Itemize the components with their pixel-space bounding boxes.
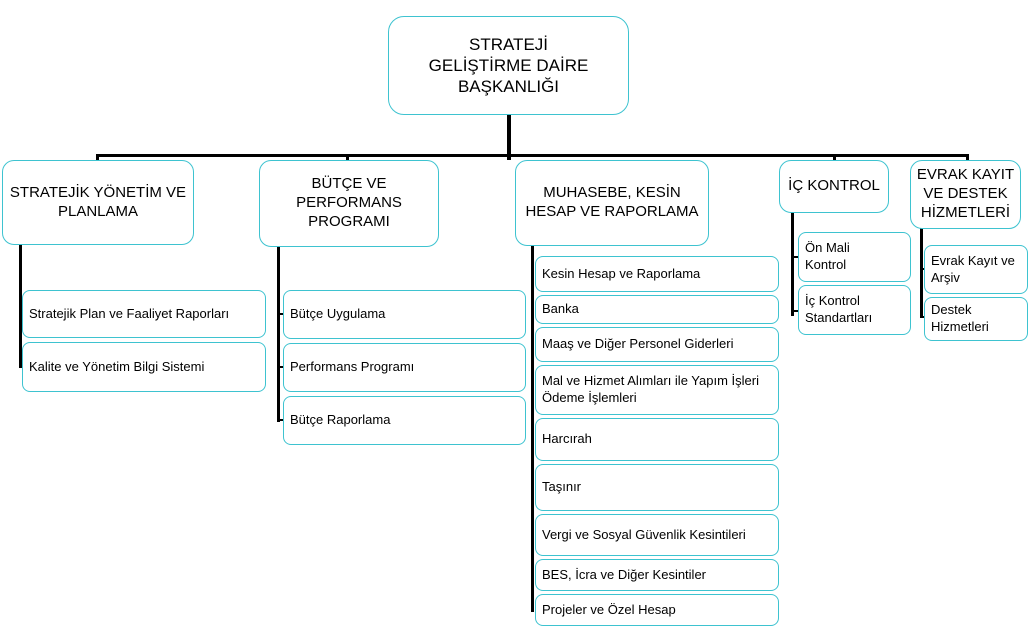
- tick: [791, 310, 799, 312]
- department-document-support: EVRAK KAYIT VE DESTEK HİZMETLERİ: [910, 160, 1021, 229]
- unit-label: Harcırah: [542, 431, 592, 447]
- unit-box: Bütçe Uygulama: [283, 290, 526, 339]
- unit-label: Bütçe Raporlama: [290, 412, 391, 428]
- branch-2-connector: [346, 154, 349, 162]
- unit-label: Performans Programı: [290, 359, 415, 375]
- department-title: STRATEJİK YÖNETİM VE PLANLAMA: [9, 183, 187, 220]
- unit-box: Maaş ve Diğer Personel Giderleri: [535, 327, 779, 362]
- unit-box: Stratejik Plan ve Faaliyet Raporları: [22, 290, 266, 338]
- unit-box: İç Kontrol Standartları: [798, 285, 911, 335]
- tick: [277, 419, 285, 421]
- tick: [920, 268, 925, 270]
- tick: [920, 316, 925, 318]
- department-strategic-management: STRATEJİK YÖNETİM VE PLANLAMA: [2, 160, 194, 245]
- unit-box: Evrak Kayıt ve Arşiv: [924, 245, 1028, 294]
- unit-label: Vergi ve Sosyal Güvenlik Kesintileri: [542, 526, 746, 542]
- unit-box: Destek Hizmetleri: [924, 297, 1028, 341]
- unit-box: Kesin Hesap ve Raporlama: [535, 256, 779, 292]
- unit-box: Taşınır: [535, 464, 779, 511]
- spine-4: [791, 212, 794, 316]
- tick: [791, 256, 799, 258]
- unit-box: Projeler ve Özel Hesap: [535, 594, 779, 626]
- unit-label: Kalite ve Yönetim Bilgi Sistemi: [29, 358, 205, 374]
- unit-label: Banka: [542, 301, 579, 317]
- unit-label: Kesin Hesap ve Raporlama: [542, 265, 701, 281]
- spine-5: [920, 228, 923, 316]
- unit-label: İç Kontrol Standartları: [805, 293, 873, 325]
- department-title: MUHASEBE, KESİN HESAP VE RAPORLAMA: [525, 184, 699, 220]
- spine-2: [277, 246, 280, 422]
- unit-label: Projeler ve Özel Hesap: [542, 601, 676, 617]
- department-title: EVRAK KAYIT VE DESTEK HİZMETLERİ: [916, 166, 1015, 221]
- unit-box: Kalite ve Yönetim Bilgi Sistemi: [22, 342, 266, 392]
- root-box: STRATEJİ GELİŞTİRME DAİRE BAŞKANLIĞI: [388, 16, 629, 115]
- unit-label: Taşınır: [542, 479, 582, 495]
- unit-label: Mal ve Hizmet Alımları ile Yapım İşleri …: [542, 373, 759, 405]
- department-title: İÇ KONTROL: [788, 177, 880, 195]
- unit-label: Maaş ve Diğer Personel Giderleri: [542, 336, 734, 352]
- root-connector: [507, 114, 511, 160]
- unit-label: Stratejik Plan ve Faaliyet Raporları: [29, 305, 230, 321]
- unit-label: Ön Mali Kontrol: [805, 240, 850, 272]
- department-budget-performance: BÜTÇE VE PERFORMANS PROGRAMI: [259, 160, 439, 247]
- unit-label: BES, İcra ve Diğer Kesintiler: [542, 566, 707, 582]
- unit-box: Banka: [535, 295, 779, 324]
- tick: [277, 366, 285, 368]
- unit-box: Harcırah: [535, 418, 779, 461]
- unit-box: Mal ve Hizmet Alımları ile Yapım İşleri …: [535, 365, 779, 415]
- unit-box: Vergi ve Sosyal Güvenlik Kesintileri: [535, 514, 779, 556]
- unit-box: Bütçe Raporlama: [283, 396, 526, 445]
- department-title: BÜTÇE VE PERFORMANS PROGRAMI: [296, 175, 402, 230]
- horizontal-bus: [96, 154, 969, 157]
- unit-label: Destek Hizmetleri: [931, 302, 989, 334]
- unit-label: Bütçe Uygulama: [290, 306, 386, 322]
- tick: [277, 313, 285, 315]
- unit-label: Evrak Kayıt ve Arşiv: [931, 252, 1015, 285]
- unit-box: Performans Programı: [283, 343, 526, 392]
- branch-4-connector: [833, 154, 836, 162]
- spine-3: [531, 244, 534, 612]
- root-title: STRATEJİ GELİŞTİRME DAİRE BAŞKANLIĞI: [428, 34, 589, 97]
- unit-box: BES, İcra ve Diğer Kesintiler: [535, 559, 779, 591]
- department-accounting: MUHASEBE, KESİN HESAP VE RAPORLAMA: [515, 160, 709, 246]
- unit-box: Ön Mali Kontrol: [798, 232, 911, 282]
- spine-1: [19, 244, 22, 368]
- branch-1-connector: [96, 154, 99, 162]
- branch-5-connector: [966, 154, 969, 162]
- department-internal-control: İÇ KONTROL: [779, 160, 889, 213]
